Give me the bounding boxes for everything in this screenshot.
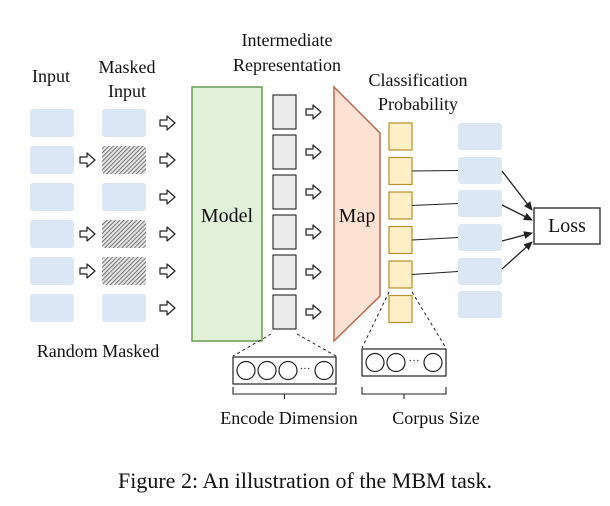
corpus-zoom-line-left xyxy=(361,291,390,349)
map-input-arrow-icon xyxy=(305,144,322,160)
probability-cell xyxy=(388,294,413,324)
random-masked-label: Random Masked xyxy=(37,341,159,361)
loss-arrow-1 xyxy=(501,170,533,211)
model-input-arrow-icon xyxy=(159,189,176,205)
corpus-size-label: Corpus Size xyxy=(392,408,480,428)
input-block xyxy=(30,146,74,174)
loss-box xyxy=(533,207,601,245)
representation-cell xyxy=(272,134,297,170)
encode-circle-4 xyxy=(314,360,334,381)
probability-output-line xyxy=(411,236,459,241)
classification-label-line2: Probability xyxy=(378,94,458,114)
output-block xyxy=(458,190,502,217)
corpus-circle-2 xyxy=(386,352,406,373)
representation-cells xyxy=(272,94,297,330)
probability-cell xyxy=(388,260,413,289)
probability-output-line xyxy=(411,169,459,172)
masked-input-blocks xyxy=(102,109,146,322)
model-input-arrow-icon xyxy=(159,115,176,131)
probability-cells xyxy=(388,122,413,324)
probability-cell xyxy=(388,122,413,151)
corpus-zoom-line-right xyxy=(411,291,447,349)
output-block xyxy=(458,291,502,318)
map-box xyxy=(333,85,381,343)
representation-cell xyxy=(272,214,297,250)
masked-input-label-line1: Masked xyxy=(99,57,156,77)
masked-input-block xyxy=(102,183,146,211)
mask-arrow-icon xyxy=(79,152,96,168)
intermediate-label-line1: Intermediate xyxy=(242,30,333,50)
input-block xyxy=(30,257,74,285)
probability-cell xyxy=(388,156,413,186)
encode-brace xyxy=(232,387,337,399)
output-block xyxy=(458,157,502,184)
loss-arrow-3 xyxy=(501,231,533,242)
masked-input-block xyxy=(102,294,146,322)
encode-dimension-zoom: ··· Encode Dimension xyxy=(220,333,358,428)
model-input-arrow-icon xyxy=(159,300,176,316)
output-blocks xyxy=(458,123,502,318)
representation-cell xyxy=(272,294,297,330)
map-input-arrow-icon xyxy=(305,304,322,320)
map-input-arrow-icon xyxy=(305,264,322,280)
model-input-arrow-icon xyxy=(159,226,176,242)
encode-zoom-line-right xyxy=(296,333,337,357)
input-block xyxy=(30,109,74,137)
encode-dots: ··· xyxy=(300,363,311,375)
encode-zoom-line-left xyxy=(232,333,272,357)
input-block xyxy=(30,220,74,248)
corpus-dots: ··· xyxy=(409,355,420,367)
probability-cell xyxy=(388,225,413,255)
masked-input-label-line2: Input xyxy=(108,81,146,101)
output-block xyxy=(458,123,502,150)
map-label: Map xyxy=(339,205,376,227)
model-box xyxy=(191,86,263,342)
map-input-arrow-icon xyxy=(305,224,322,240)
probability-output-line xyxy=(411,270,459,276)
mask-arrow-icon xyxy=(79,226,96,242)
loss-arrow-2 xyxy=(501,204,533,221)
map-input-arrow-icon xyxy=(305,104,322,120)
map-input-arrow-icon xyxy=(305,184,322,200)
corpus-size-zoom: ··· Corpus Size xyxy=(361,291,480,428)
corpus-circle-1 xyxy=(365,352,385,373)
encode-dimension-label: Encode Dimension xyxy=(220,408,357,428)
encode-circle-1 xyxy=(236,360,256,381)
intermediate-label-line2: Representation xyxy=(233,55,341,75)
figure-caption: Figure 2: An illustration of the MBM tas… xyxy=(118,468,492,493)
corpus-circle-3 xyxy=(423,352,443,373)
probability-output-line xyxy=(411,202,459,207)
encode-circle-3 xyxy=(278,360,298,381)
probability-cell xyxy=(388,191,413,220)
classification-label-line1: Classification xyxy=(369,70,468,90)
loss-label: Loss xyxy=(548,215,586,237)
loss-arrow-4 xyxy=(501,241,533,270)
corpus-brace xyxy=(361,387,447,399)
model-label: Model xyxy=(201,205,254,227)
masked-input-block xyxy=(102,220,146,248)
input-block xyxy=(30,294,74,322)
input-label: Input xyxy=(32,66,70,86)
representation-cell xyxy=(272,94,297,130)
masked-input-block xyxy=(102,257,146,285)
map-input-arrows xyxy=(305,104,322,320)
encode-circle-2 xyxy=(257,360,277,381)
output-block xyxy=(458,224,502,251)
masked-input-block xyxy=(102,146,146,174)
representation-cell xyxy=(272,174,297,210)
output-block xyxy=(458,258,502,285)
input-block xyxy=(30,183,74,211)
mask-arrows xyxy=(79,152,96,279)
mask-arrow-icon xyxy=(79,263,96,279)
model-input-arrow-icon xyxy=(159,263,176,279)
representation-cell xyxy=(272,254,297,290)
probability-output-lines xyxy=(411,169,459,276)
model-input-arrow-icon xyxy=(159,152,176,168)
model-input-arrows xyxy=(159,115,176,316)
input-blocks xyxy=(30,109,74,322)
masked-input-block xyxy=(102,109,146,137)
